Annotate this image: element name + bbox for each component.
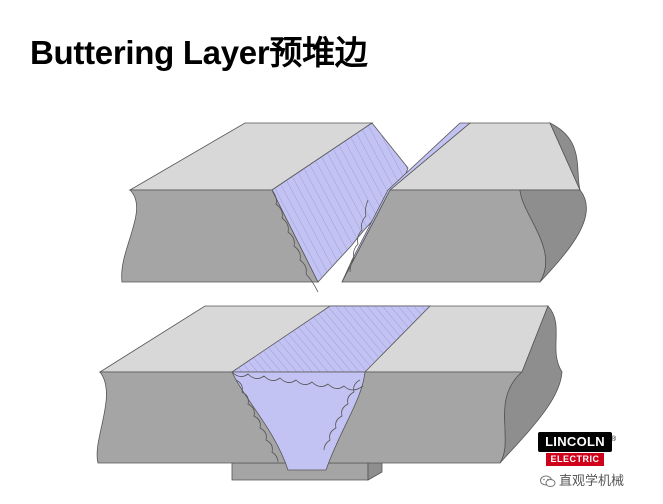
completed-weld-section bbox=[231, 371, 366, 471]
right-buttering-layer bbox=[341, 122, 472, 283]
lincoln-electric-logo: LINCOLN ® ELECTRIC bbox=[538, 432, 616, 468]
watermark-text: 直观学机械 bbox=[559, 473, 625, 488]
bottom-plate-assembly bbox=[96, 305, 563, 481]
top-left-plate-front bbox=[121, 189, 319, 283]
bottom-plate-side bbox=[499, 305, 563, 464]
top-right-plate-top bbox=[388, 122, 581, 191]
watermark: 直观学机械 bbox=[540, 470, 624, 489]
top-plate-assembly bbox=[121, 122, 587, 293]
logo-subbrand: ELECTRIC bbox=[546, 453, 604, 466]
logo-registered-mark: ® bbox=[611, 436, 617, 443]
top-right-plate-side bbox=[519, 122, 587, 283]
logo-brand: LINCOLN bbox=[538, 432, 612, 452]
page-title: Buttering Layer预堆边 bbox=[30, 34, 368, 71]
wechat-icon bbox=[540, 475, 556, 488]
